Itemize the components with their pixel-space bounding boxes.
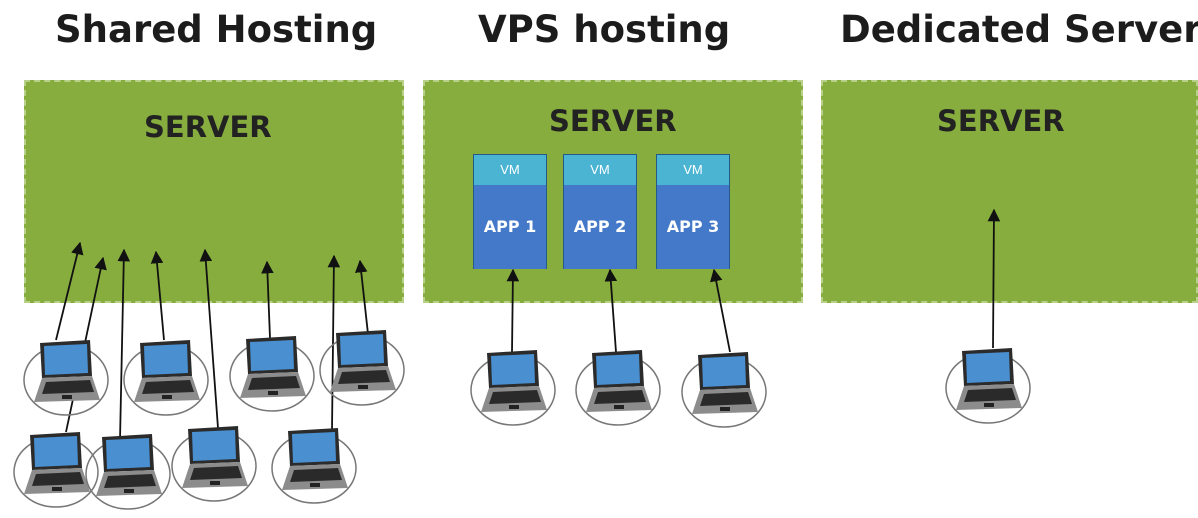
- laptop-icon: [681, 351, 767, 428]
- arrow-icon: [709, 268, 731, 353]
- arrow-icon: [604, 268, 618, 353]
- laptop-icon: [271, 427, 357, 504]
- laptop-icon: [23, 339, 109, 416]
- arrow-icon: [55, 241, 84, 341]
- arrow-icon: [327, 254, 341, 431]
- app-label: APP 2: [564, 185, 636, 269]
- shared-server-label: SERVER: [144, 110, 272, 144]
- vm-box-1: VM APP 1: [473, 154, 547, 269]
- laptop-icon: [171, 425, 257, 502]
- vm-box-2: VM APP 2: [563, 154, 637, 269]
- arrow-icon: [987, 208, 1001, 349]
- laptop-icon: [13, 431, 99, 508]
- shared-hosting-title: Shared Hosting: [55, 8, 378, 51]
- vm-label: VM: [657, 155, 729, 186]
- shared-server-box: SERVER: [24, 80, 404, 303]
- vps-server-box: SERVER VM APP 1 VM APP 2 VM APP 3: [423, 80, 803, 303]
- laptop-icon: [945, 347, 1031, 424]
- app-label: APP 3: [657, 185, 729, 269]
- vm-label: VM: [474, 155, 546, 186]
- vps-server-label: SERVER: [549, 104, 677, 138]
- dedicated-server-label: SERVER: [937, 104, 1065, 138]
- laptop-icon: [229, 335, 315, 412]
- arrow-icon: [506, 268, 520, 353]
- arrow-icon: [261, 260, 274, 339]
- dedicated-server-title: Dedicated Server: [840, 8, 1198, 51]
- arrow-icon: [117, 248, 131, 441]
- dedicated-server-box: SERVER: [821, 80, 1198, 303]
- vm-box-3: VM APP 3: [656, 154, 730, 269]
- laptop-icon: [123, 339, 209, 416]
- arrow-icon: [354, 259, 369, 335]
- laptop-icon: [575, 349, 661, 426]
- vps-hosting-title: VPS hosting: [478, 8, 731, 51]
- arrow-icon: [150, 250, 165, 341]
- app-label: APP 1: [474, 185, 546, 269]
- laptop-icon: [470, 349, 556, 426]
- arrow-icon: [199, 248, 219, 429]
